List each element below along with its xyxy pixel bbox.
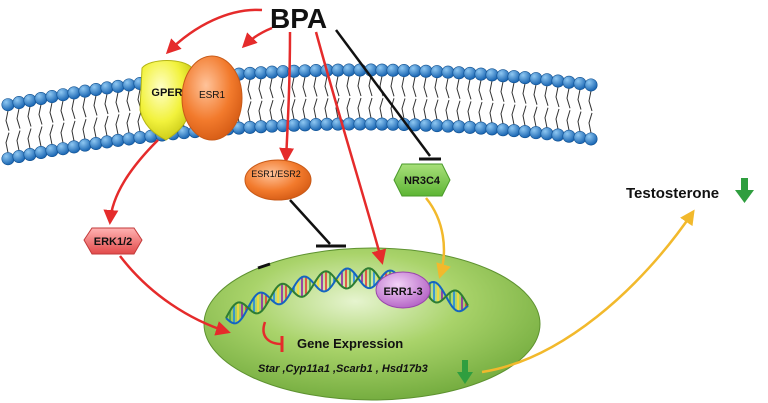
arrow-bpa-to-esr1-esr2	[279, 31, 295, 163]
err-receptor	[375, 271, 431, 309]
gene-list: Star ,Cyp11a1 ,Scarb1 , Hsd17b3	[258, 363, 428, 375]
inhibit-esr-to-dna	[289, 199, 331, 245]
gper-receptor	[139, 60, 193, 141]
inhibit-bpa-to-nr3c4	[334, 29, 432, 157]
bpa-label: BPA	[270, 3, 327, 34]
erk-label: ERK1/2	[94, 236, 133, 248]
esr1-esr2-label: ESR1/ESR2	[251, 169, 301, 179]
testosterone-decrease-arrow-icon	[735, 178, 754, 203]
esr1-esr2-receptor	[244, 159, 312, 201]
arrow-bpa-to-gper	[165, 8, 263, 55]
gene-decrease-arrow-icon	[457, 360, 473, 384]
repression-symbol	[262, 321, 283, 346]
nr3c4-receptor	[393, 163, 451, 197]
esr1-label: ESR1	[199, 90, 226, 101]
arrow-gene-to-testosterone	[481, 209, 695, 374]
erk-kinase	[83, 227, 143, 255]
arrow-nr3c4-to-err	[425, 197, 451, 279]
testosterone-label: Testosterone	[626, 185, 719, 202]
gene-expression-title: Gene Expression	[297, 336, 403, 351]
arrow-gper-to-erk	[103, 139, 159, 225]
gper-label: GPER	[151, 87, 182, 99]
arrow-bpa-to-err	[314, 31, 387, 265]
arrow-bpa-to-esr1	[241, 26, 273, 49]
arrow-erk-to-gene	[119, 255, 231, 336]
nucleus	[203, 247, 541, 401]
nr3c4-label: NR3C4	[404, 175, 441, 187]
inhibit-mark	[257, 262, 271, 270]
esr1-receptor	[181, 55, 243, 141]
err-label: ERR1-3	[383, 286, 422, 298]
cell-membrane	[1, 63, 598, 166]
